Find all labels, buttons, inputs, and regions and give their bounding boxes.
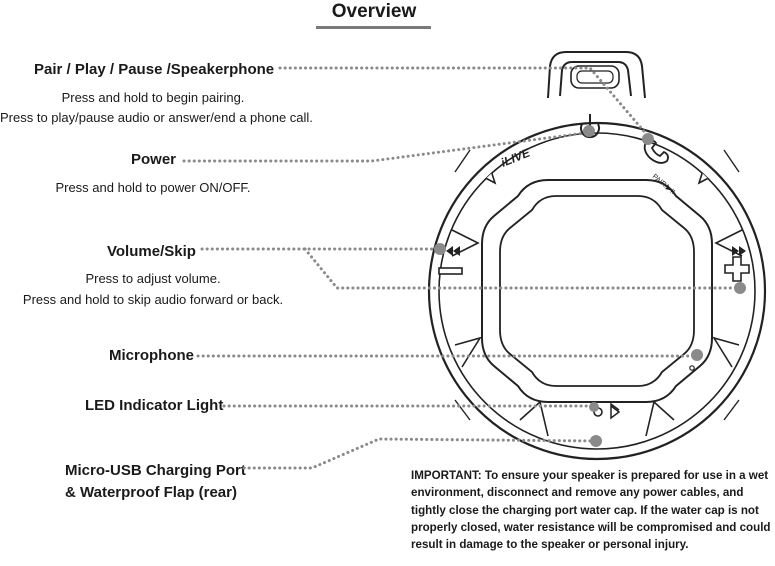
usb-port-dot [590, 435, 602, 447]
callout-pair-desc-1: Press and hold to begin pairing. [61, 90, 245, 105]
callout-power-label: Power [131, 151, 177, 168]
volume-up-dot [734, 282, 746, 294]
skip-forward-icon [732, 246, 746, 256]
callout-led-label: LED Indicator Light [85, 397, 224, 414]
callout-volume-desc-2: Press and hold to skip audio forward or … [22, 292, 284, 307]
inner-grille-inner [499, 195, 695, 387]
minus-icon [438, 267, 463, 275]
callout-usb-label-2: & Waterproof Flap (rear) [65, 484, 237, 501]
page-title: Overview [331, 1, 417, 22]
leader-end-dots [434, 125, 746, 447]
callout-pair-label: Pair / Play / Pause /Speakerphone [34, 61, 275, 78]
title-underline [316, 26, 431, 29]
power-button-dot [583, 125, 595, 137]
leader-lines [182, 66, 742, 470]
callout-power-desc: Press and hold to power ON/OFF. [55, 180, 251, 195]
volume-down-dot [434, 243, 446, 255]
important-notice: IMPORTANT: To ensure your speaker is pre… [411, 469, 771, 552]
microphone-dot [691, 349, 703, 361]
inner-grille-outer [481, 179, 713, 403]
callout-volume-desc-1: Press to adjust volume. [85, 271, 221, 286]
microphone-hole [689, 365, 695, 371]
speaker-outer-rim [427, 121, 767, 461]
power-icon [580, 114, 600, 139]
phone-icon [643, 139, 669, 164]
bluetooth-icon [610, 402, 621, 420]
callout-microphone-label: Microphone [109, 347, 194, 364]
callout-volume-label: Volume/Skip [107, 243, 196, 260]
led-dot [589, 402, 599, 412]
plus-icon [724, 256, 750, 282]
callout-usb-label-1: Micro-USB Charging Port [65, 462, 246, 479]
carabiner-loop [547, 51, 646, 99]
pair-button-dot [642, 133, 654, 145]
callout-pair-desc-2: Press to play/pause audio or answer/end … [0, 110, 313, 125]
skip-back-icon [446, 246, 460, 256]
